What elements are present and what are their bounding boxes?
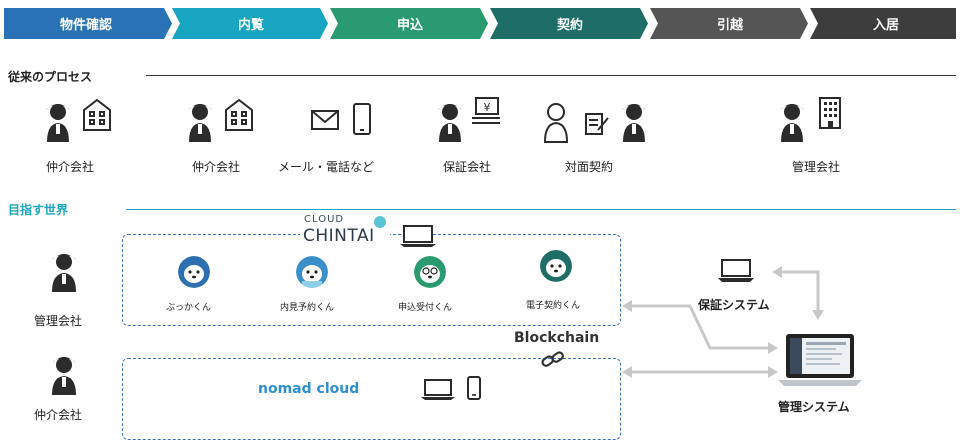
svg-text:¥: ¥ bbox=[484, 101, 491, 114]
cloud-chintai-line1: CLOUD bbox=[304, 214, 345, 225]
nomad-cloud-text: nomad cloud bbox=[258, 381, 360, 397]
chain-link-icon bbox=[541, 351, 564, 367]
character-label-3: 申込受付くん bbox=[398, 303, 453, 313]
trad-label-1: 仲介会社 bbox=[46, 160, 95, 174]
mail-phone-icon bbox=[311, 103, 371, 135]
future-title: 目指す世界 bbox=[8, 203, 69, 217]
person-office-icon bbox=[780, 97, 841, 142]
blockchain-label: Blockchain bbox=[514, 330, 600, 346]
system-label-1: 保証システム bbox=[698, 298, 770, 312]
stage-4: 契約 bbox=[556, 18, 583, 33]
traditional-title: 従来のプロセス bbox=[8, 70, 93, 84]
trad-label-5: 対面契約 bbox=[565, 160, 614, 174]
trad-label-3: メール・電話など bbox=[278, 160, 375, 174]
stage-1: 物件確認 bbox=[59, 18, 112, 33]
trad-label-4: 保証会社 bbox=[443, 160, 492, 174]
cloud-chintai-line2: CHINTAI bbox=[303, 226, 375, 246]
connection-arrows bbox=[622, 266, 824, 378]
stage-5: 引越 bbox=[716, 18, 743, 33]
stage-bar bbox=[4, 8, 956, 39]
stage-6: 入居 bbox=[872, 18, 899, 33]
future-role-1: 管理会社 bbox=[34, 314, 83, 328]
character-label-1: ぶっかくん bbox=[166, 303, 212, 313]
bukkakun-avatar bbox=[178, 256, 210, 288]
nomad-cloud-box bbox=[122, 358, 621, 440]
person-document-icon: ¥ bbox=[438, 97, 500, 142]
person-building-icon bbox=[46, 98, 111, 142]
laptop-icon bbox=[421, 379, 455, 400]
traditional-rule bbox=[146, 75, 956, 76]
trad-label-2: 仲介会社 bbox=[192, 160, 241, 174]
person-icon bbox=[52, 254, 76, 292]
denshi-keiyaku-avatar bbox=[540, 250, 572, 282]
face-to-face-icon bbox=[543, 103, 646, 143]
moushikomi-uketsuke-avatar bbox=[414, 256, 446, 288]
character-label-2: 内見予約くん bbox=[280, 303, 335, 313]
smartphone-icon bbox=[467, 376, 481, 400]
laptop-icon bbox=[400, 225, 436, 247]
laptop-icon bbox=[718, 259, 754, 282]
stage-3: 申込 bbox=[396, 18, 423, 33]
management-system-laptop-icon bbox=[778, 334, 862, 386]
naiken-yoyaku-avatar bbox=[296, 256, 328, 288]
trad-label-6: 管理会社 bbox=[792, 160, 841, 174]
system-label-2: 管理システム bbox=[778, 400, 850, 414]
nomad-cloud-logo: nomad cloud bbox=[258, 378, 359, 402]
person-building-icon bbox=[188, 98, 253, 142]
future-role-2: 仲介会社 bbox=[34, 408, 83, 422]
character-label-4: 電子契約くん bbox=[526, 301, 581, 311]
future-rule bbox=[126, 209, 956, 210]
person-icon bbox=[52, 357, 76, 395]
speech-bubble-icon bbox=[374, 216, 386, 228]
stage-2: 内覧 bbox=[237, 18, 264, 33]
